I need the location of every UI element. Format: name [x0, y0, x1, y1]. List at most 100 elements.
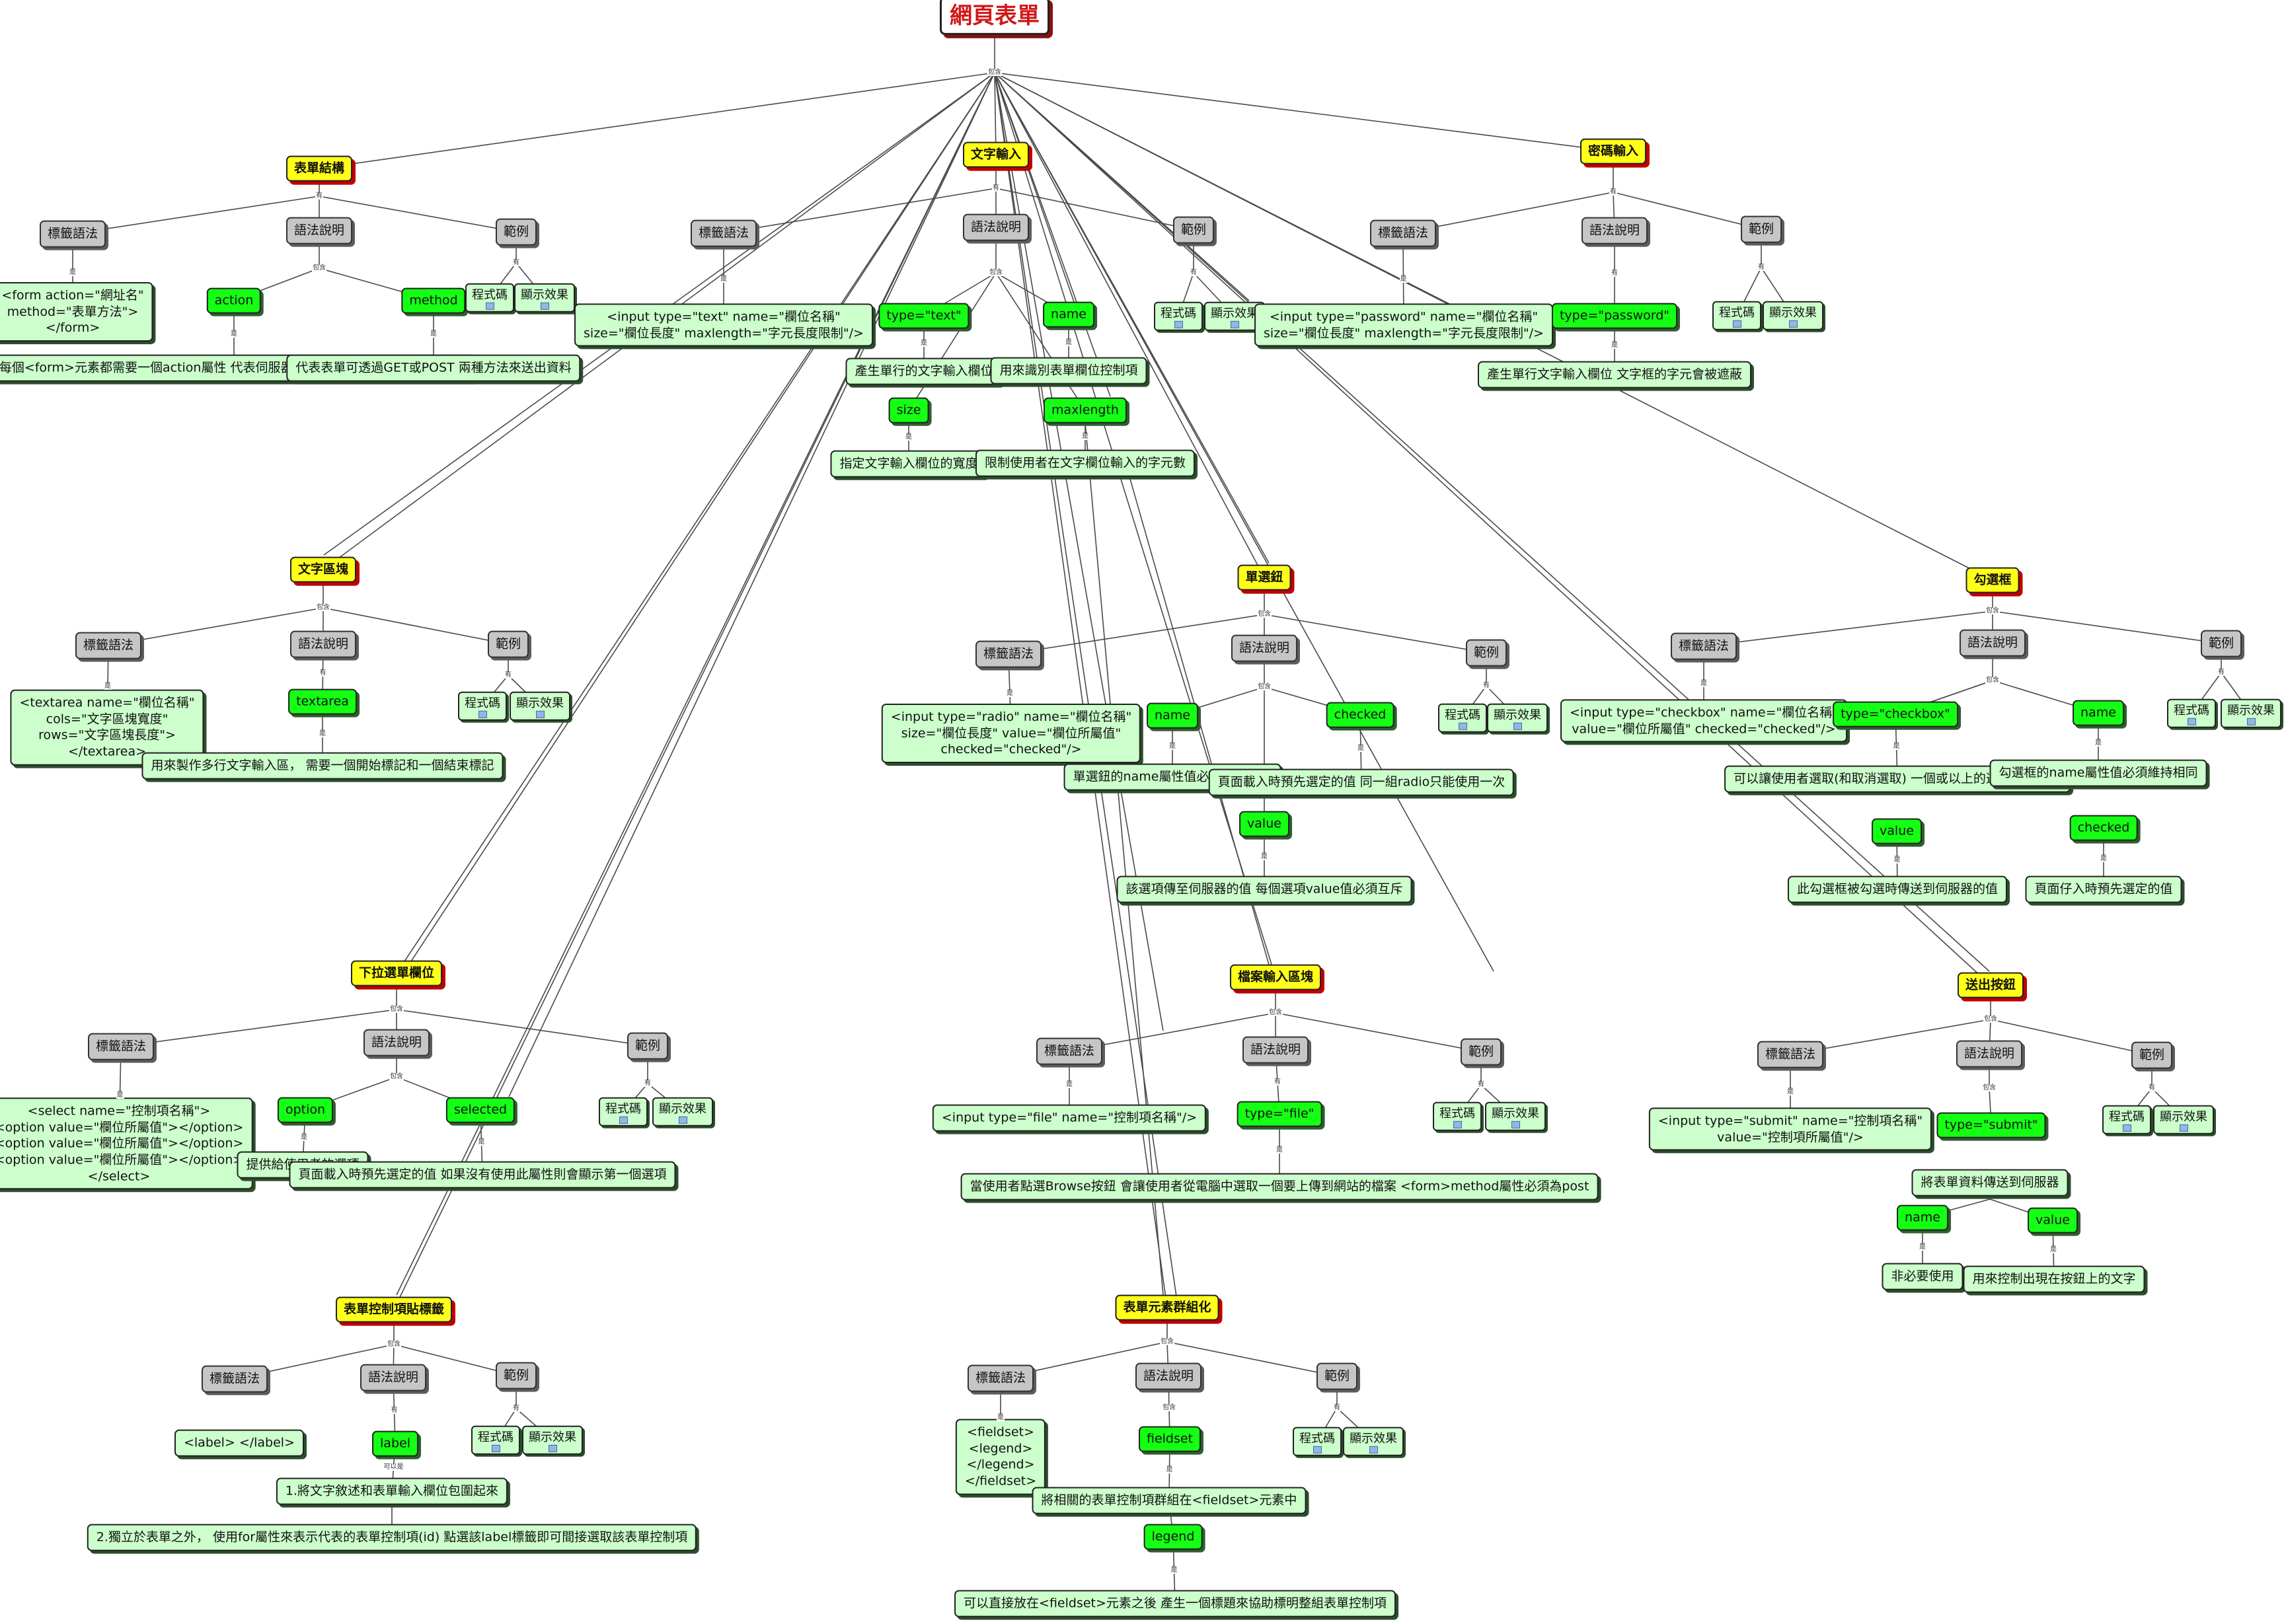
link-label: 是	[1893, 856, 1901, 864]
node-text: 標籤語法	[1377, 225, 1429, 240]
node-text: 程式碼	[1445, 708, 1480, 722]
node-text: 程式碼	[1299, 1431, 1335, 1446]
node-kw-lbl: label	[372, 1430, 418, 1457]
resource-icon	[1733, 320, 1741, 328]
link-label: 包含	[389, 1073, 404, 1080]
link-label: 包含	[1268, 1009, 1283, 1016]
node-text: 用來識別表單欄位控制項	[999, 363, 1138, 378]
node-form-code: <form action="網址名" method="表單方法"> </form…	[0, 281, 153, 342]
link-label: 是	[1919, 1243, 1926, 1251]
node-text: 語法說明	[371, 1035, 422, 1050]
resource-icon	[2123, 1125, 2131, 1132]
node-text: 指定文字輸入欄位的寬度	[839, 456, 978, 471]
node-d-lbl2: 2.獨立於表單之外， 使用for屬性來表示代表的表單控制項(id) 點選該lab…	[87, 1524, 697, 1551]
node-pwd-ex-res: 顯示效果	[1763, 301, 1823, 331]
node-text: 頁面載入時預先選定的值 同一組radio只能使用一次	[1217, 774, 1505, 790]
node-sel-ex: 範例	[627, 1032, 669, 1060]
node-text: 標籤語法	[975, 1370, 1026, 1385]
node-text: 範例	[495, 636, 521, 651]
link-label: 包含	[387, 1341, 401, 1348]
node-text: 範例	[1473, 645, 1500, 660]
node-fs-ex-res: 顯示效果	[1343, 1426, 1404, 1457]
node-text: 標籤語法	[983, 646, 1034, 661]
node-rad-syn: 語法說明	[1231, 634, 1298, 662]
connector-line	[1790, 1019, 1991, 1055]
node-file-ex: 範例	[1460, 1038, 1502, 1066]
node-kw-tsize: size	[888, 397, 929, 424]
node-pwd-syn: 語法說明	[1581, 217, 1648, 244]
node-text: 顯示效果	[516, 696, 564, 710]
connector-line	[995, 188, 1194, 231]
link-label: 是	[1892, 743, 1901, 750]
node-text: <textarea name="欄位名稱" cols="文字區塊寬度" rows…	[19, 695, 195, 759]
link-label: 包含	[389, 1006, 404, 1013]
node-cb-syn: 語法說明	[1959, 629, 2026, 657]
link-label: 有	[644, 1080, 652, 1087]
node-kw-sname: name	[1897, 1204, 1948, 1231]
node-text: <input type="password" name="欄位名稱" size=…	[1264, 309, 1544, 340]
node-cb-ex: 範例	[2200, 630, 2242, 657]
resource-icon	[2247, 718, 2256, 726]
node-text: 範例	[1748, 221, 1774, 237]
node-text: 表單元素群組化	[1123, 1300, 1211, 1315]
node-kw-tfile: type="file"	[1237, 1101, 1322, 1127]
node-text: name	[1905, 1210, 1940, 1225]
node-text: 可以直接放在<fieldset>元素之後 產生一個標題來協助標明整組表單控制項	[964, 1596, 1387, 1611]
node-text: 範例	[2208, 636, 2234, 651]
connector-line	[1613, 192, 1762, 230]
node-t-ta: 文字區塊	[289, 556, 357, 583]
link-label: 有	[1333, 1404, 1341, 1411]
node-text: type="file"	[1244, 1106, 1314, 1121]
node-d-sval: 用來控制出現在按鈕上的文字	[1963, 1265, 2145, 1293]
node-text: 語法說明	[1250, 1042, 1301, 1057]
node-rad-ex-res: 顯示效果	[1487, 703, 1548, 733]
link-label: 有	[2148, 1084, 2156, 1091]
node-d-tsize: 指定文字輸入欄位的寬度	[830, 450, 987, 478]
node-text: 產生單行的文字輸入欄位	[855, 363, 993, 379]
link-label: 是	[1276, 1146, 1283, 1154]
link-label: 有	[1274, 1078, 1281, 1086]
resource-icon	[1459, 723, 1467, 731]
node-ta-ex-res: 顯示效果	[510, 691, 570, 721]
link-label: 有	[1757, 264, 1765, 271]
node-t-sub: 送出按鈕	[1957, 972, 2024, 998]
node-text: size	[896, 402, 921, 418]
node-text: fieldset	[1146, 1431, 1194, 1446]
node-text: 程式碼	[1161, 306, 1196, 320]
link-label: 有	[992, 184, 1000, 192]
link-label: 是	[2094, 739, 2102, 747]
node-fs-code: <fieldset> <legend> </legend> </fieldset…	[955, 1419, 1046, 1495]
node-lbl-tag: 標籤語法	[201, 1365, 268, 1393]
connector-line	[72, 196, 320, 235]
node-text: 單選鈕	[1245, 570, 1283, 585]
link-label: 是	[1081, 433, 1089, 440]
node-text: name	[1155, 708, 1190, 723]
node-text: type="checkbox"	[1841, 706, 1950, 721]
node-text: 勾選框	[1973, 572, 2012, 587]
node-cb-tag: 標籤語法	[1670, 632, 1737, 660]
node-text: 語法說明	[367, 1370, 419, 1385]
node-text: 範例	[503, 224, 529, 239]
node-sel-code: <select name="控制項名稱"> <option value="欄位所…	[0, 1097, 253, 1190]
link-label: 是	[1786, 1088, 1794, 1095]
resource-icon	[1511, 1121, 1520, 1129]
resource-icon	[1453, 1121, 1462, 1129]
node-d-cbchk: 頁面仔入時預先選定的值	[2025, 875, 2182, 903]
node-t-file: 檔案輸入區塊	[1229, 964, 1322, 990]
node-text: value	[1247, 816, 1281, 831]
node-text: 顯示效果	[2227, 703, 2275, 718]
node-text: <input type="text" name="欄位名稱" size="欄位長…	[584, 309, 864, 340]
node-t-cb: 勾選框	[1965, 567, 2020, 593]
node-sub-code: <input type="submit" name="控制項名稱" value=…	[1648, 1107, 1932, 1151]
link-label: 是	[319, 729, 326, 737]
link-label: 有	[512, 259, 520, 266]
node-text: 用來製作多行文字輸入區， 需要一個開始標記和一個結束標記	[151, 758, 494, 773]
connector-line	[1264, 614, 1487, 653]
resource-icon	[619, 1117, 628, 1125]
connector-line	[994, 72, 997, 155]
node-d-lbl1: 1.將文字敘述和表單輸入欄位包圍起來	[276, 1477, 508, 1505]
link-label: 是	[1357, 745, 1365, 752]
connector-line	[994, 72, 1265, 578]
link-label: 包含	[1985, 677, 2000, 684]
node-text: 2.獨立於表單之外， 使用for屬性來表示代表的表單控制項(id) 點選該lab…	[96, 1530, 688, 1545]
